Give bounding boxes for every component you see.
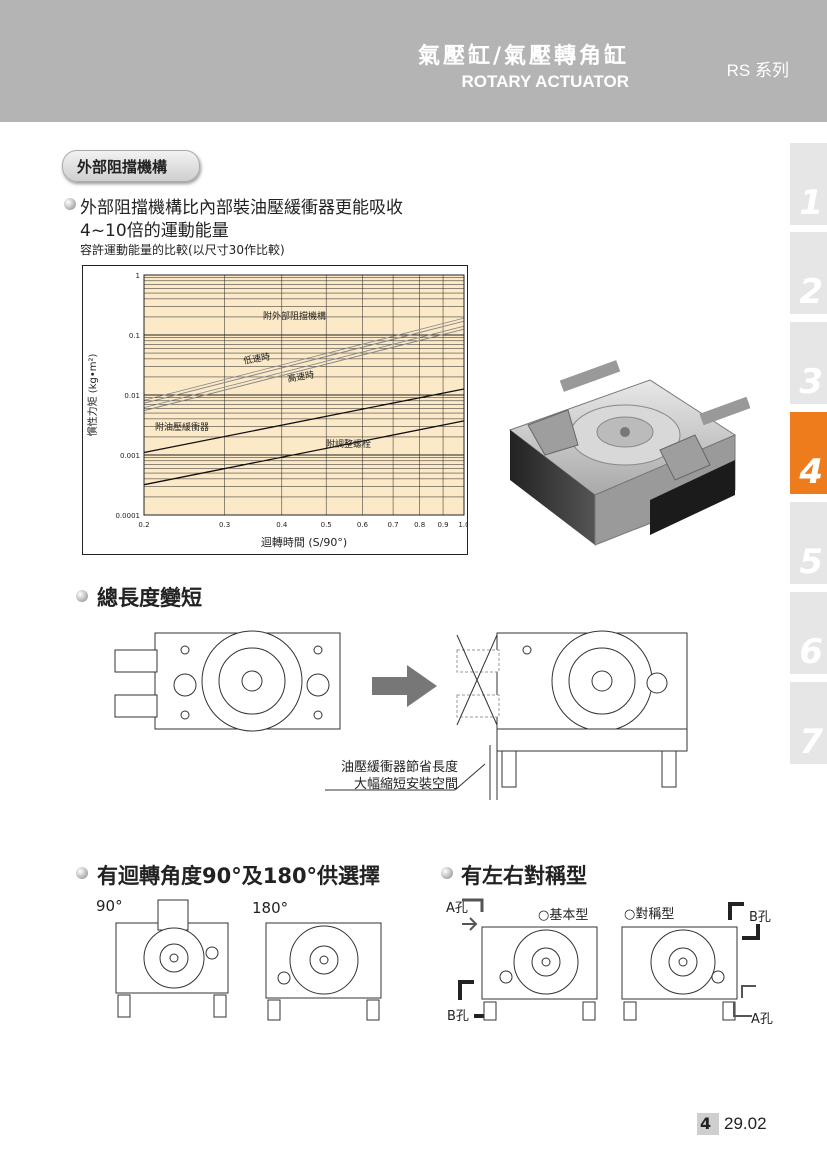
- tab-chapter-7[interactable]: 7: [790, 682, 827, 764]
- label-port-a-right: A孔: [751, 1012, 773, 1027]
- label-180: 180°: [252, 899, 289, 917]
- section-pill-label: 外部阻擋機構: [77, 158, 168, 176]
- callout-line1: 油壓緩衝器節省長度: [340, 760, 458, 775]
- series-label: RS 系列: [726, 61, 789, 80]
- chapter-number: 4: [700, 1114, 712, 1133]
- annotation-oil-damper: 附油壓緩衝器: [155, 421, 209, 433]
- plot-border: [143, 274, 465, 516]
- section2-title: 總長度變短: [97, 586, 202, 610]
- section1-line2: 4~10倍的運動能量: [80, 221, 229, 241]
- x-tick-label: 0.9: [437, 521, 448, 529]
- tab-label: 4: [799, 452, 823, 492]
- callout-leader: [325, 763, 486, 791]
- y-tick-label: 0.01: [124, 392, 140, 400]
- callout-line2: 大幅縮短安裝空間: [353, 777, 458, 792]
- annotation-adjust-bolt: 附調整螺栓: [326, 438, 371, 450]
- section1-line1: 外部阻擋機構比內部裝油壓緩衝器更能吸收: [80, 198, 403, 218]
- y-tick-label: 1: [136, 272, 140, 280]
- header-title-chinese: 氣壓缸/氣壓轉角缸: [417, 44, 629, 69]
- label-port-b-left: B孔: [447, 1009, 469, 1024]
- diagram-basic-type: [481, 926, 598, 1021]
- x-tick-label: 0.4: [276, 521, 288, 529]
- tab-chapter-4[interactable]: 4: [790, 412, 827, 494]
- annotation-external-stop: 附外部阻擋機構: [263, 310, 326, 322]
- header-title-english: ROTARY ACTUATOR: [461, 72, 629, 91]
- diagram-symmetric-type: [621, 926, 738, 1021]
- tab-chapter-1[interactable]: 1: [790, 143, 827, 225]
- bullet-icon: [76, 590, 88, 602]
- bullet-icon: [441, 867, 453, 879]
- section-pill: 外部阻擋機構: [62, 150, 200, 182]
- y-tick-label: 0.001: [120, 452, 140, 460]
- tab-chapter-3[interactable]: 3: [790, 322, 827, 404]
- x-tick-label: 0.3: [219, 521, 230, 529]
- header-bar: [0, 0, 827, 122]
- tab-chapter-5[interactable]: 5: [790, 502, 827, 584]
- section4-title: 有左右對稱型: [461, 864, 587, 888]
- label-90: 90°: [96, 897, 123, 915]
- bullet-icon: [76, 867, 88, 879]
- x-tick-label: 0.7: [388, 521, 399, 529]
- diagram-shortened-length: [456, 630, 688, 800]
- tab-label: 2: [799, 272, 823, 312]
- x-tick-label: 0.2: [138, 521, 149, 529]
- port-b-arrow-icon: [728, 902, 760, 940]
- label-basic-type: ○基本型: [538, 908, 589, 923]
- tab-label: 7: [799, 722, 823, 762]
- tab-chapter-2[interactable]: 2: [790, 232, 827, 314]
- x-tick-label: 1.0: [458, 521, 468, 529]
- diagram-rotation-90: [115, 899, 229, 1018]
- tab-label: 3: [799, 362, 823, 402]
- diagram-rotation-180: [265, 922, 382, 1021]
- series-line-outline: [143, 317, 465, 401]
- tab-chapter-6[interactable]: 6: [790, 592, 827, 674]
- series-line: [143, 320, 465, 404]
- energy-chart: 0.2 0.3 0.4 0.5 0.6 0.7 0.8 0.9 1.0 0.0001 0.001 0.…: [82, 265, 468, 555]
- x-tick-label: 0.6: [357, 521, 369, 529]
- label-symmetric-type: ○對稱型: [624, 907, 675, 922]
- label-port-a-left: A孔: [446, 901, 468, 916]
- series-line: [143, 328, 465, 412]
- x-tick-label: 0.5: [321, 521, 332, 529]
- port-a-arrow-icon: [733, 985, 756, 1017]
- bullet-icon: [64, 198, 76, 210]
- tab-label: 5: [799, 542, 823, 582]
- x-tick-label: 0.8: [414, 521, 425, 529]
- diagram-standard-length: [114, 630, 341, 732]
- page-number: 29.02: [724, 1114, 767, 1133]
- port-a-arrow-icon: [462, 898, 484, 931]
- chart-ylabel: 慣性力矩 (kg•m²): [86, 354, 99, 437]
- y-tick-label: 0.0001: [116, 512, 141, 520]
- chart-ticks: 0.2 0.3 0.4 0.5 0.6 0.7 0.8 0.9 1.0 0.0001 0.001 0.…: [116, 272, 469, 529]
- chapter-box: [697, 1113, 719, 1135]
- series-line-outline: [143, 325, 465, 408]
- arrow-right-icon: [372, 665, 437, 707]
- chart-caption: 容許運動能量的比較(以尺寸30作比較): [80, 243, 285, 257]
- series-line: [143, 420, 465, 486]
- chart-xlabel: 迴轉時間 (S/90°): [261, 535, 347, 549]
- series-line: [143, 388, 465, 454]
- label-port-b-right: B孔: [749, 910, 771, 925]
- product-photo: [508, 360, 750, 546]
- tab-label: 1: [799, 183, 823, 223]
- chart-grid: [143, 275, 465, 516]
- section3-title: 有迴轉角度90°及180°供選擇: [97, 864, 381, 888]
- chart-series: [143, 317, 465, 486]
- y-tick-label: 0.1: [129, 332, 140, 340]
- tab-label: 6: [799, 632, 823, 672]
